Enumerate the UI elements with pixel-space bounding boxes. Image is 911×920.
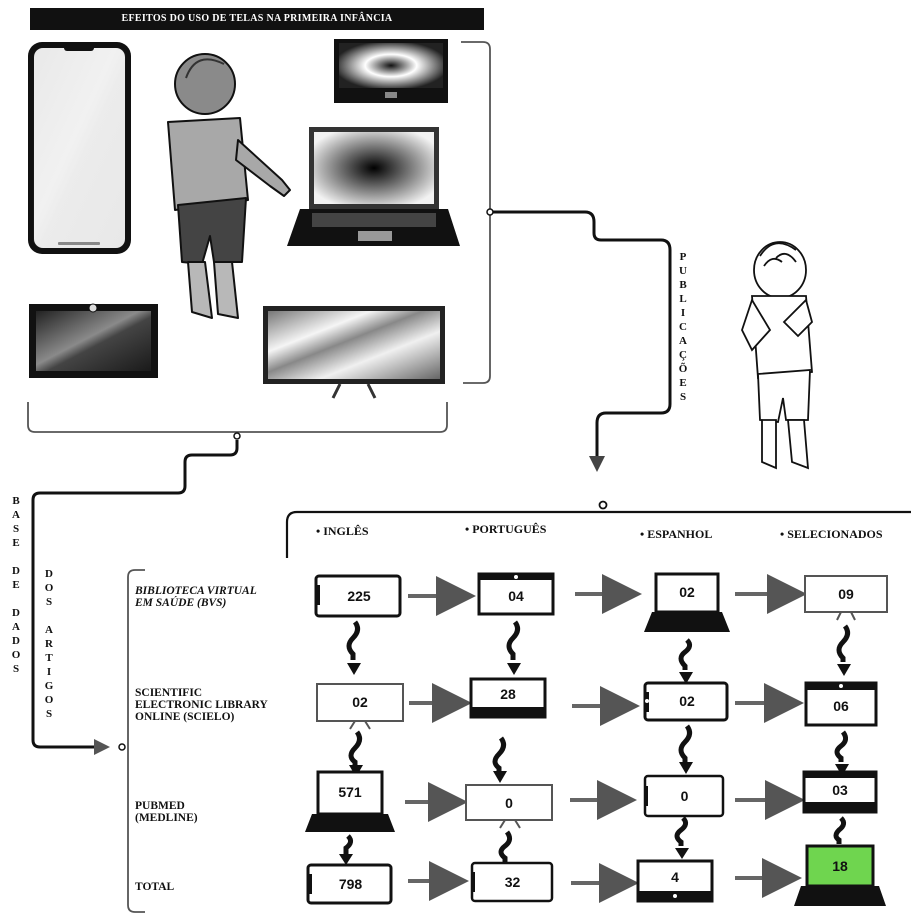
value-total-ingles: 798 [338, 876, 363, 892]
device-r3-c4 [802, 770, 878, 814]
base-de-dados-label: B A S E D E D A D O S [11, 495, 21, 675]
dos-artigos-label: D O S A R T I G O S [44, 568, 54, 720]
device-r4-c2 [470, 861, 554, 903]
table-left-bracket [127, 569, 145, 913]
database-scielo-label: SCIENTIFIC ELECTRONIC LIBRARY ONLINE (SC… [135, 687, 268, 723]
device-r1-c4 [804, 575, 888, 621]
table-top-bracket [285, 510, 911, 558]
device-r4-c1 [306, 863, 393, 905]
publicacoes-arrowhead [589, 456, 605, 472]
device-r2-c1 [316, 683, 404, 730]
television-icon [263, 306, 445, 399]
value-bvs-ingles: 225 [347, 588, 371, 604]
devices-bottom-bracket [27, 402, 448, 433]
database-pubmed-label: PUBMED (MEDLINE) [135, 800, 198, 824]
column-header-selecionados: • SELECIONADOS [780, 527, 883, 541]
value-scielo-selecionados: 06 [833, 698, 849, 714]
banner-title: EFEITOS DO USO DE TELAS NA PRIMEIRA INFÂ… [30, 8, 484, 30]
value-scielo-ingles: 02 [352, 694, 368, 710]
value-bvs-portugues: 04 [508, 588, 524, 604]
publicacoes-connector [493, 210, 672, 456]
value-pubmed-selecionados: 03 [832, 782, 848, 798]
child-pointing-figure [167, 53, 291, 319]
device-r3-c3 [643, 774, 725, 818]
smartphone-icon [28, 42, 131, 254]
laptop-icon [287, 127, 460, 246]
value-bvs-selecionados: 09 [838, 586, 854, 602]
tablet-icon [29, 303, 158, 378]
device-r4-c3 [636, 859, 714, 903]
device-r1-c2 [477, 572, 555, 616]
value-pubmed-espanhol: 0 [680, 788, 689, 804]
child-standing-figure [741, 241, 814, 470]
device-r4-c4 [794, 844, 886, 906]
device-r1-c3 [644, 572, 730, 632]
device-r2-c2 [469, 677, 547, 719]
value-scielo-espanhol: 02 [679, 693, 695, 709]
base-dados-connector [31, 440, 239, 749]
value-bvs-espanhol: 02 [679, 584, 695, 600]
device-r3-c2 [465, 784, 553, 829]
monitor-icon [334, 39, 448, 103]
device-r3-c1 [305, 770, 395, 832]
column-header-portugues: • PORTUGUÊS [465, 522, 547, 536]
device-r2-c4 [804, 681, 878, 727]
column-header-espanhol: • ESPANHOL [640, 527, 713, 541]
value-total-espanhol: 4 [671, 869, 679, 885]
publicacoes-label: P U B L I C A Ç Õ E S [678, 251, 688, 403]
value-pubmed-ingles: 571 [338, 784, 362, 800]
database-bvs-label: BIBLIOTECA VIRTUAL EM SAÚDE (BVS) [135, 585, 257, 609]
value-total-portugues: 32 [504, 874, 521, 890]
vertical-flow-arrows [343, 620, 851, 862]
value-pubmed-portugues: 0 [505, 794, 513, 811]
base-dados-arrowhead [94, 739, 110, 755]
horizontal-flow-arrows [405, 574, 807, 903]
database-total-label: TOTAL [135, 881, 175, 893]
value-total-selecionados: 18 [832, 858, 848, 874]
device-r1-c1 [314, 574, 402, 618]
column-header-ingles: • INGLÊS [316, 524, 369, 538]
value-scielo-portugues: 28 [500, 686, 516, 702]
device-r2-c3 [643, 681, 729, 722]
